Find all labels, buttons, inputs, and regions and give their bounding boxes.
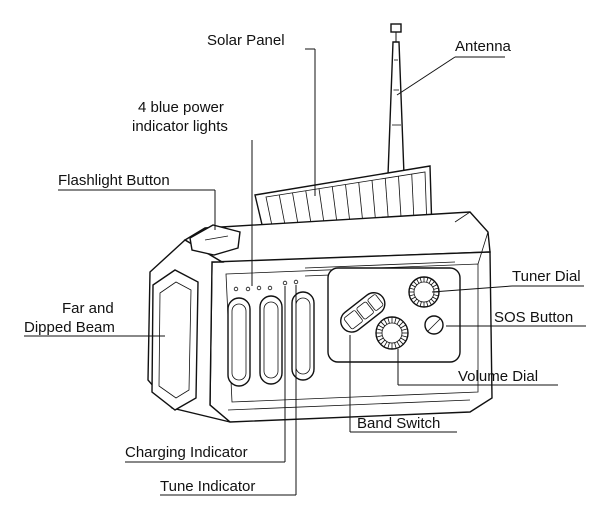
dial-rib [409, 294, 415, 297]
dial-rib [426, 301, 429, 307]
dial-rib [376, 328, 383, 331]
antenna [387, 23, 405, 176]
dial-rib [380, 339, 386, 345]
dial-rib [401, 335, 408, 338]
dial-rib [394, 317, 397, 324]
dial-rib [410, 284, 416, 288]
dial-rib [428, 300, 432, 306]
label-tune-indicator: Tune Indicator [160, 478, 255, 495]
speaker-grille-3 [291, 291, 315, 381]
dial-rib [398, 339, 404, 345]
dial-rib [410, 296, 416, 300]
power-light-3 [256, 285, 262, 291]
dial-rib [430, 281, 435, 286]
dial-rib [433, 287, 439, 290]
leader-lines [24, 48, 586, 496]
dial-rib [396, 318, 401, 325]
dial-rib [419, 277, 422, 283]
dial-rib [428, 278, 432, 284]
dial-rib [416, 278, 420, 284]
label-charging-indicator: Charging Indicator [125, 444, 248, 461]
label-volume-dial: Volume Dial [458, 368, 538, 385]
speaker-grille-2 [259, 295, 283, 385]
label-flashlight-button: Flashlight Button [58, 172, 170, 189]
callout-labels: Solar Panel Antenna 4 blue power indicat… [24, 32, 581, 495]
dial-rib [432, 296, 438, 300]
dial-rib [383, 318, 388, 325]
dial-rib [398, 321, 404, 327]
dial-rib [377, 324, 384, 329]
dial-rib [433, 294, 439, 297]
dial-rib [394, 342, 397, 349]
dial-rib [400, 337, 407, 342]
dial-rib [426, 277, 429, 283]
dial-rib [419, 301, 422, 307]
sos-button [424, 315, 444, 335]
tuner-dial [408, 276, 440, 308]
power-light-2 [245, 286, 251, 292]
dial-rib [401, 328, 408, 331]
dial-rib [377, 337, 384, 342]
antenna-tip [390, 23, 402, 33]
tune-indicator-light [293, 279, 299, 285]
label-band-switch: Band Switch [357, 415, 440, 432]
label-power-lights-1: 4 blue power [138, 99, 224, 116]
antenna-rod [387, 41, 405, 176]
dial-rib [416, 300, 420, 306]
flashlight-lens [151, 269, 199, 411]
dial-rib [383, 341, 388, 348]
label-antenna: Antenna [455, 38, 512, 55]
label-tuner-dial: Tuner Dial [512, 268, 581, 285]
dial-rib [409, 287, 415, 290]
control-panel [327, 267, 461, 363]
dial-rib [387, 317, 390, 324]
dial-rib [380, 321, 386, 327]
speaker-grille-1 [227, 297, 251, 387]
speaker-grilles [227, 291, 315, 387]
label-far-beam-2: Dipped Beam [24, 319, 115, 336]
power-light-4 [267, 285, 273, 291]
volume-dial [375, 316, 409, 350]
dial-rib [400, 324, 407, 329]
dial-rib [413, 298, 418, 303]
dial-rib [430, 298, 435, 303]
dial-rib [432, 284, 438, 288]
label-power-lights-2: indicator lights [132, 118, 228, 135]
band-switch [340, 292, 386, 333]
power-light-1 [233, 286, 239, 292]
dial-rib [396, 341, 401, 348]
dial-rib [387, 342, 390, 349]
indicator-lights [233, 279, 299, 292]
dial-rib [413, 281, 418, 286]
label-solar-panel: Solar Panel [207, 32, 285, 49]
charging-indicator-light [282, 280, 288, 286]
dial-rib [376, 335, 383, 338]
flashlight-button [189, 224, 241, 256]
label-sos-button: SOS Button [494, 309, 573, 326]
label-far-beam-1: Far and [62, 300, 114, 317]
